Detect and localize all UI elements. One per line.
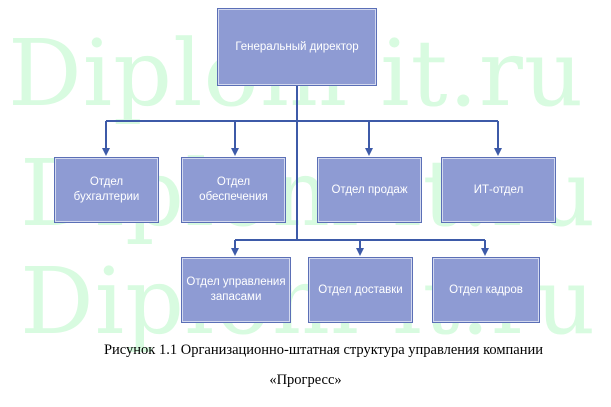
node-label: Отдел бухгалтерии bbox=[73, 176, 140, 203]
node-it-department: ИТ-отдел bbox=[441, 157, 556, 223]
node-label: Отдел кадров bbox=[449, 283, 523, 296]
node-label: ИТ-отдел bbox=[473, 183, 524, 196]
figure-caption: Рисунок 1.1 Организационно-штатная струк… bbox=[103, 342, 544, 358]
node-hr-department: Отдел кадров bbox=[432, 257, 540, 323]
node-label: Отдел обеспечения bbox=[199, 176, 268, 203]
node-label: Отдел продаж bbox=[331, 183, 408, 196]
node-delivery-department: Отдел доставки bbox=[308, 257, 413, 323]
node-label: Отдел доставки bbox=[318, 283, 403, 296]
node-sales-department: Отдел продаж bbox=[317, 157, 422, 223]
node-accounting-department: Отдел бухгалтерии bbox=[54, 157, 159, 223]
figure-caption-company: «Прогресс» bbox=[269, 372, 342, 388]
node-inventory-department: Отдел управления запасами bbox=[181, 257, 291, 323]
node-general-director: Генеральный директор bbox=[217, 8, 377, 86]
node-label: Отдел управления запасами bbox=[186, 276, 286, 303]
node-supply-department: Отдел обеспечения bbox=[181, 157, 286, 223]
node-label: Генеральный директор bbox=[235, 40, 359, 53]
